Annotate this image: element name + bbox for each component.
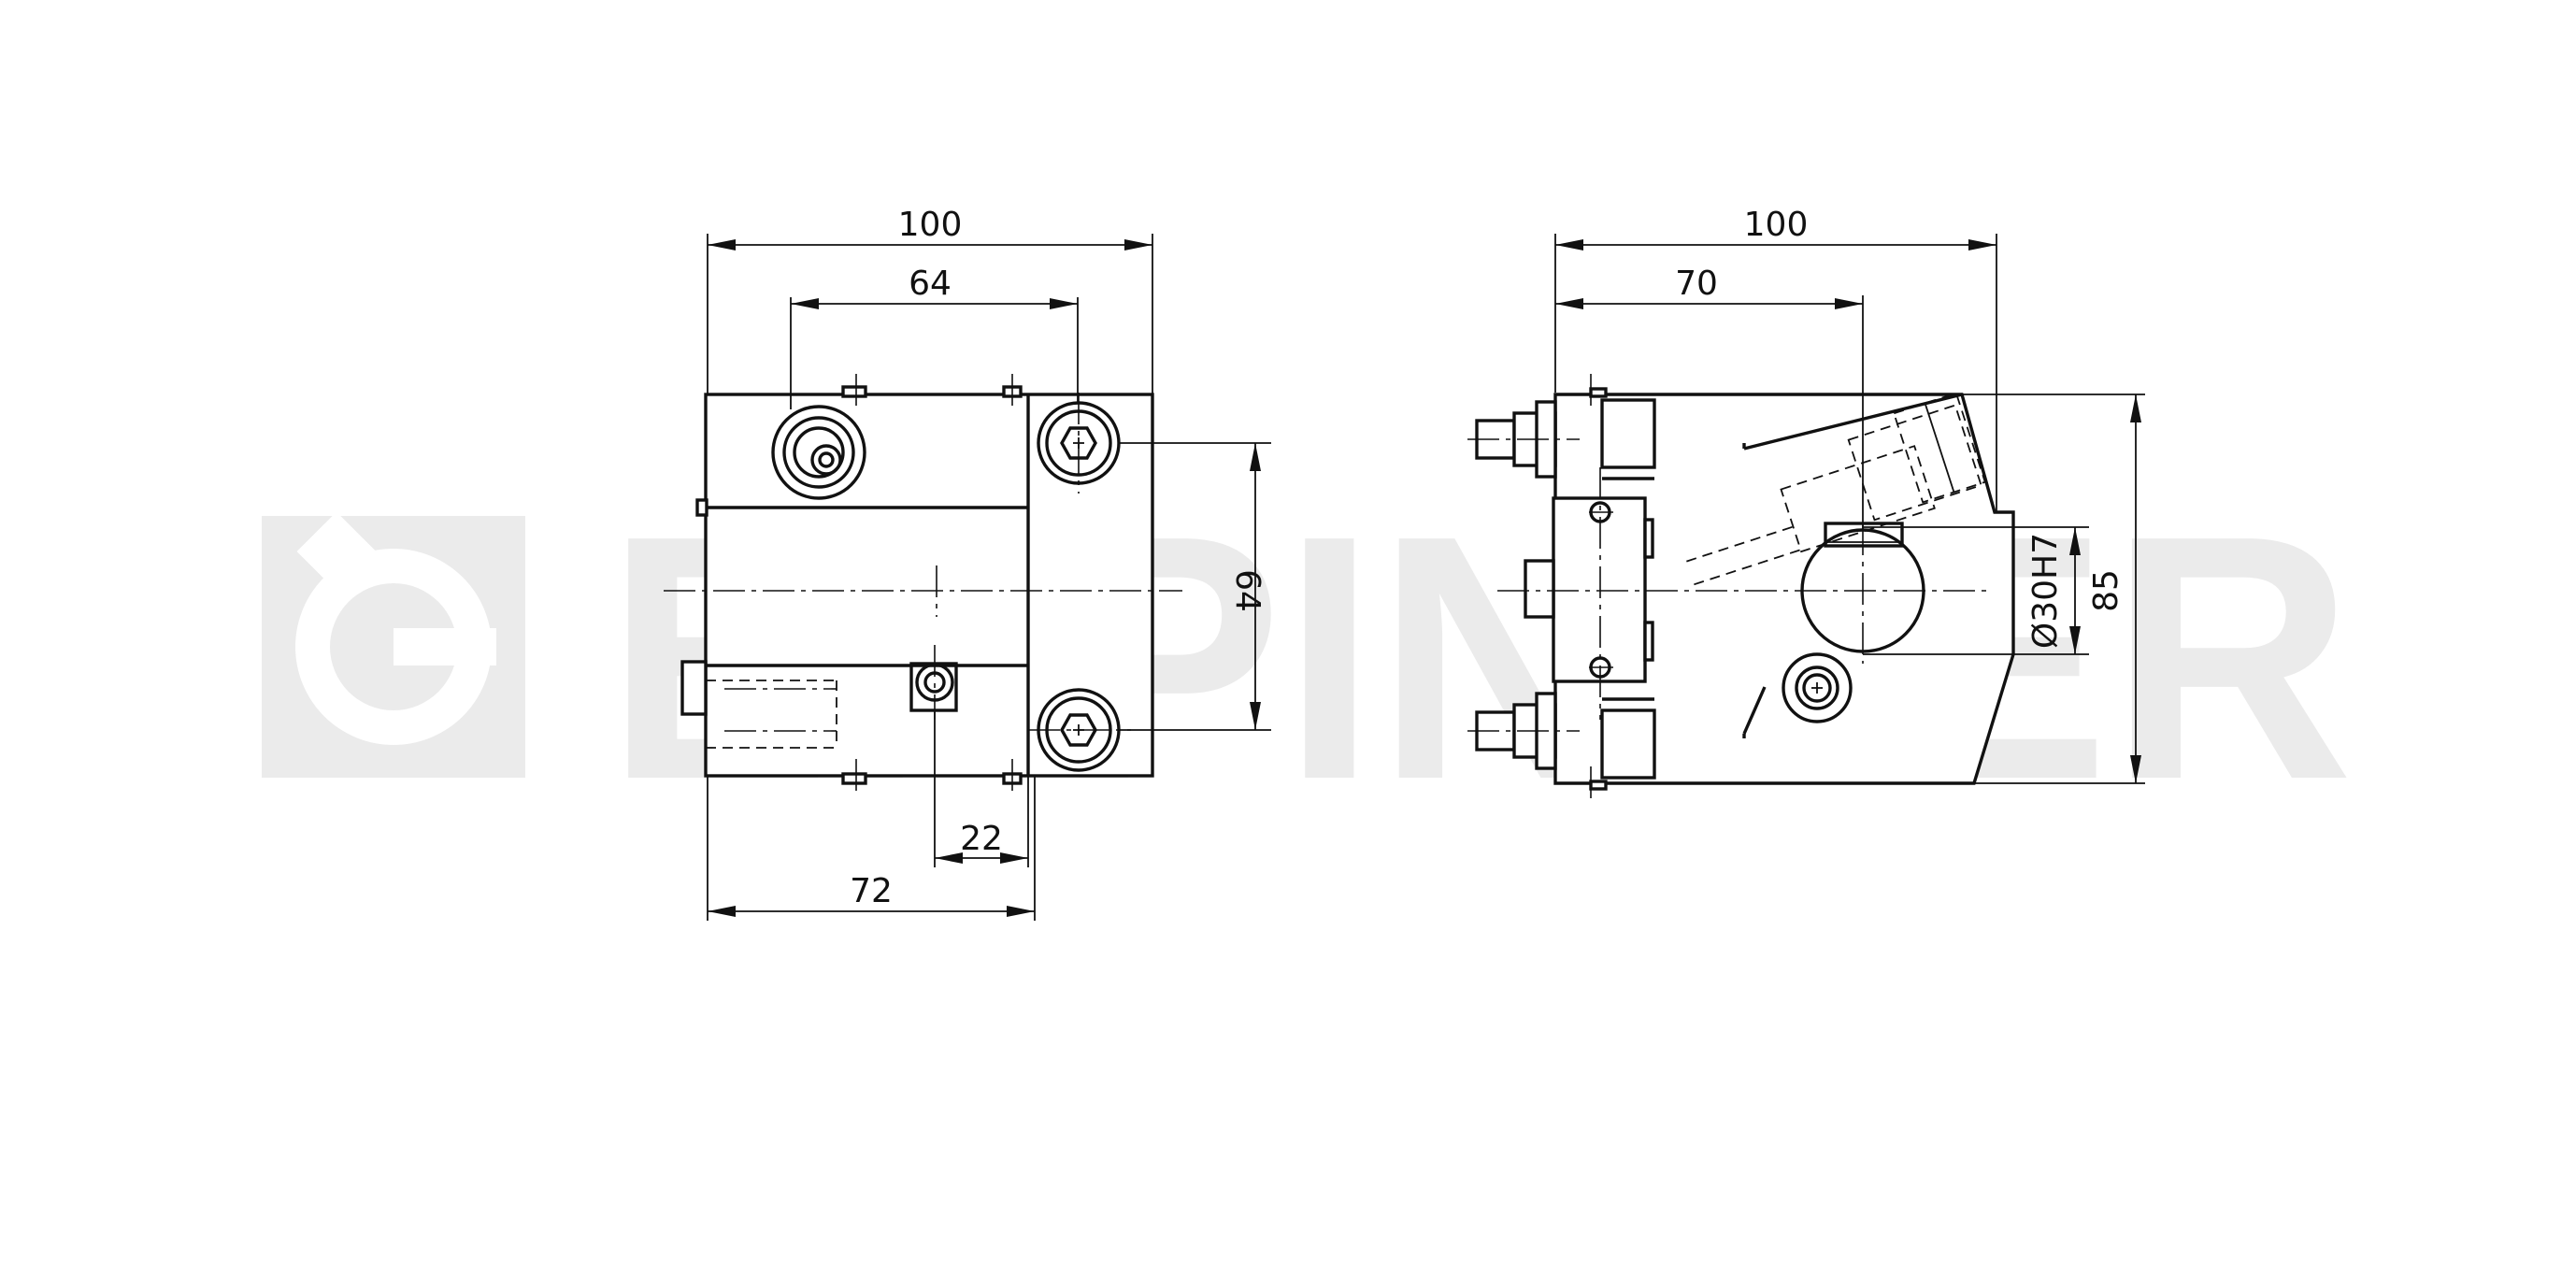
side-hidden-insert: [1686, 392, 1986, 586]
side-view: 100 70 Ø30H7 85: [1467, 206, 2145, 800]
side-dim-100-text: 100: [1744, 206, 1809, 244]
front-dim-100: 100: [707, 206, 1153, 394]
side-dim-85: 85: [1962, 394, 2145, 784]
side-body-outline: [1553, 393, 2015, 785]
front-dim-100-text: 100: [898, 206, 963, 244]
side-clamp-bottom: [1600, 708, 1656, 780]
front-left-pin: [680, 660, 708, 716]
side-mounting-plate: [1552, 496, 1647, 683]
front-dim-22: 22: [934, 710, 1029, 867]
front-view: 100 64 64 22: [664, 206, 1271, 921]
front-dim-64-vertical-text: 64: [1228, 569, 1267, 612]
eppinger-logo-icon: [262, 511, 525, 778]
front-dim-64-horizontal-text: 64: [909, 265, 952, 303]
front-dim-72: 72: [707, 776, 1036, 921]
side-dim-100: 100: [1554, 206, 1997, 512]
side-dim-bore-diameter-text: Ø30H7: [2026, 533, 2065, 649]
side-clamp-top: [1600, 398, 1656, 469]
front-dim-64-vertical: 64: [1119, 442, 1271, 731]
front-dim-64-horizontal: 64: [790, 265, 1079, 409]
watermark: EPPINGER: [262, 463, 2354, 852]
side-bolt: [1782, 652, 1853, 723]
side-dim-85-text: 85: [2087, 569, 2125, 612]
side-dim-70: 70: [1555, 265, 1864, 530]
front-dim-22-text: 22: [960, 820, 1003, 858]
side-dim-70-text: 70: [1675, 265, 1718, 303]
coolant-connector: [771, 405, 866, 500]
side-dim-bore-diameter: Ø30H7: [1863, 526, 2089, 655]
front-dim-72-text: 72: [850, 872, 893, 910]
